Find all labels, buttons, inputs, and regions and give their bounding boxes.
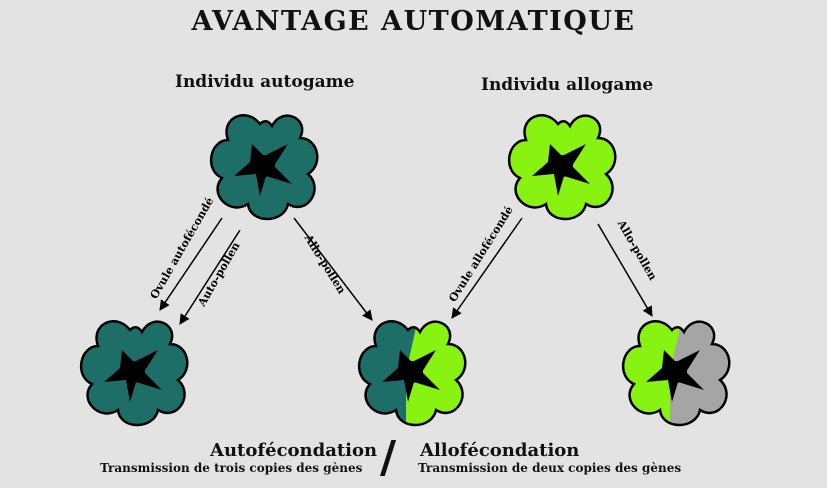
arrow-allo-pollen-2 xyxy=(597,223,653,317)
label-individu-allogame: Individu allogame xyxy=(481,75,654,95)
flower-parent-allogame xyxy=(507,114,617,221)
label-individu-autogame: Individu autogame xyxy=(175,72,355,92)
label-allo-pollen-2: Allo-pollen xyxy=(614,217,659,283)
arrow-ovule-allofeconde xyxy=(451,217,523,319)
label-auto-pollen: Auto-pollen xyxy=(195,240,243,310)
label-autofecondation-sub: Transmission de trois copies des gènes xyxy=(100,461,363,475)
label-allofecondation: Allofécondation xyxy=(420,440,580,461)
arrow-allo-pollen-1 xyxy=(293,217,373,321)
flower-offspring-autofecondation xyxy=(79,320,189,427)
flower-parent-autogame xyxy=(209,114,319,221)
flower-offspring-allofecondation xyxy=(357,320,467,427)
arrow-ovule-autofeconde xyxy=(159,217,223,311)
arrow-auto-pollen xyxy=(179,229,241,325)
separator-slash: / xyxy=(380,432,397,483)
flower-offspring-lime-grey xyxy=(621,320,731,427)
label-ovule-allofeconde: Ovule allofécondé xyxy=(446,204,515,304)
label-autofecondation: Autofécondation xyxy=(210,440,378,461)
label-allo-pollen-1: Allo-pollen xyxy=(301,231,348,296)
label-allofecondation-sub: Transmission de deux copies des gènes xyxy=(418,461,682,475)
page-title: AVANTAGE AUTOMATIQUE xyxy=(191,6,636,37)
